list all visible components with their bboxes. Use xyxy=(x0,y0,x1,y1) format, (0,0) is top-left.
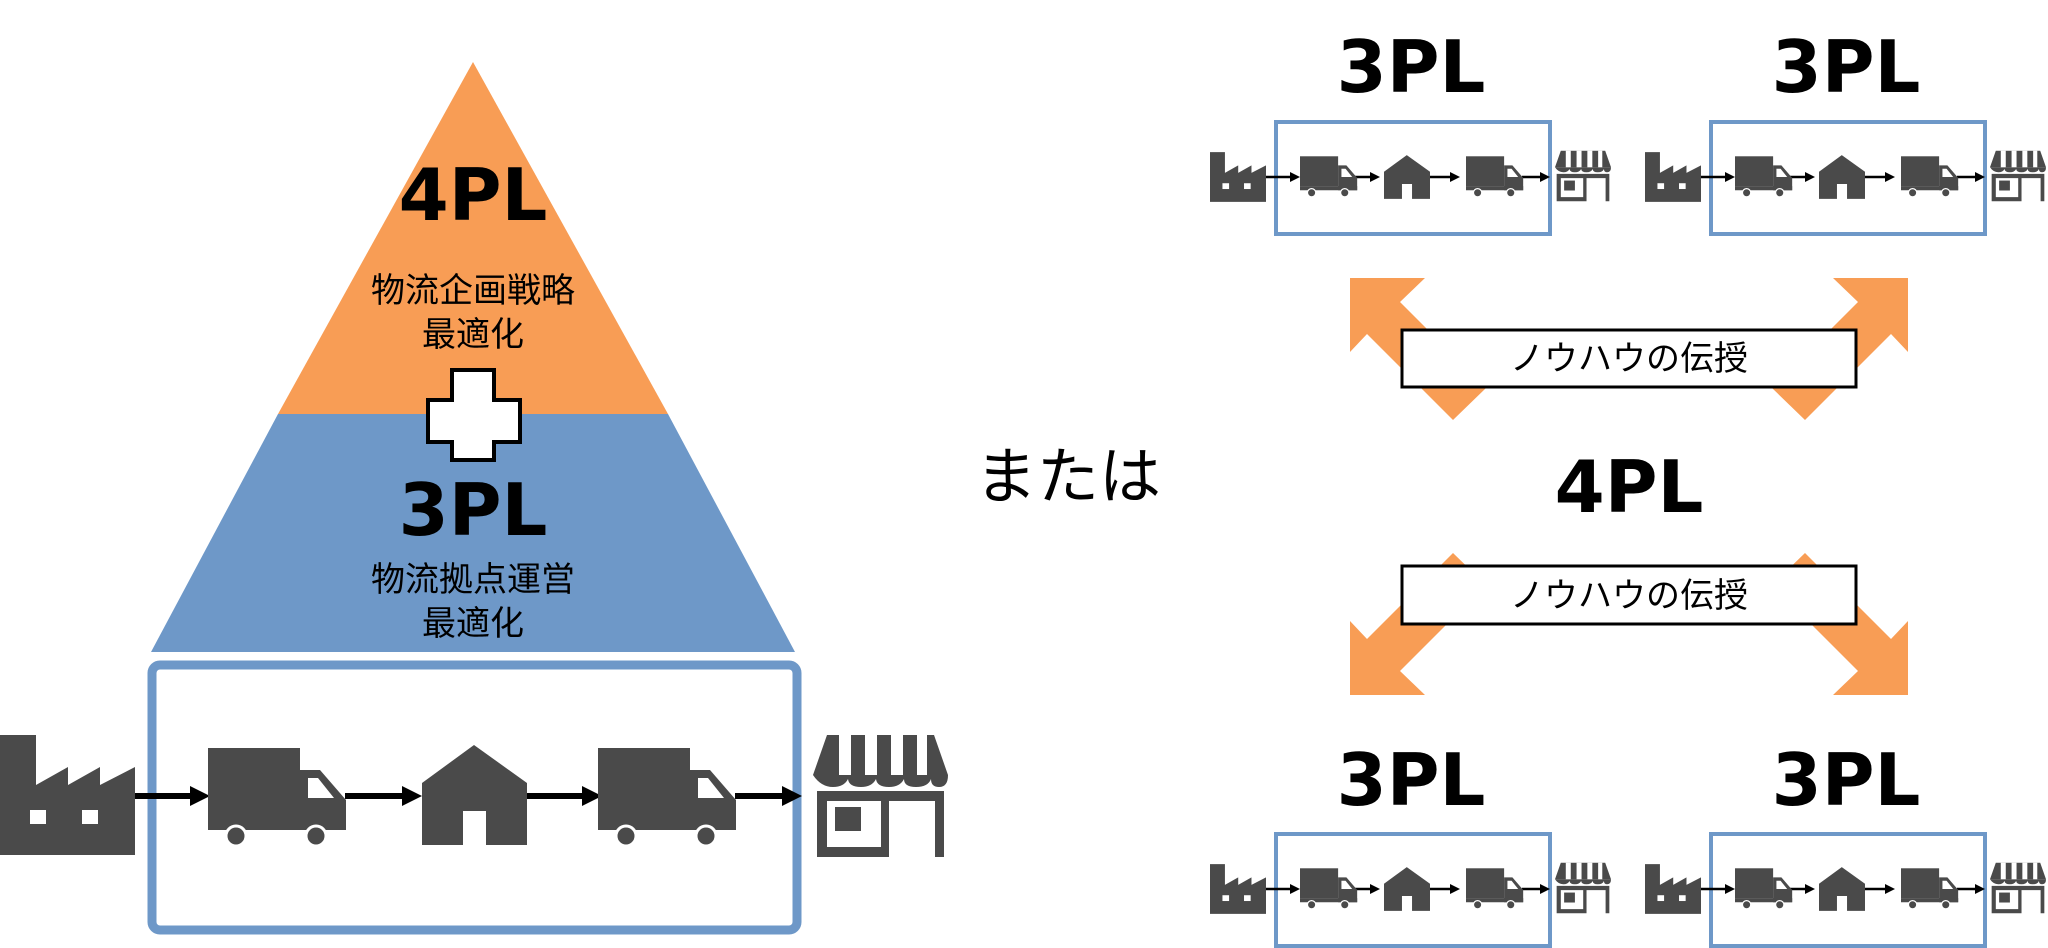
arrow-icon xyxy=(1725,172,1735,182)
arrow-icon xyxy=(1725,884,1735,894)
small-supply-chain-bottom-left xyxy=(1210,832,1611,948)
plus-icon xyxy=(426,368,522,462)
supply-chain-large xyxy=(0,660,948,935)
transfer-label-box-top xyxy=(1400,328,1858,389)
small-supply-chain-top-right xyxy=(1645,120,2046,236)
arrow-icon xyxy=(1370,172,1380,182)
arrow-icon xyxy=(1450,172,1460,182)
factory-icon xyxy=(1645,864,1701,914)
arrow-icon xyxy=(1290,884,1300,894)
truck-icon xyxy=(1735,156,1793,198)
factory-icon xyxy=(1645,152,1701,202)
pyramid-top-4pl xyxy=(278,62,668,414)
truck-icon xyxy=(1300,156,1358,198)
arrow-icon xyxy=(1370,884,1380,894)
truck-icon xyxy=(1466,868,1524,910)
warehouse-icon xyxy=(1384,155,1430,199)
pyramid-top-desc-line1: 物流企画戦略 xyxy=(371,271,575,311)
truck-icon xyxy=(1466,156,1524,198)
store-icon xyxy=(1990,150,2046,202)
transfer-label-bottom: ノウハウの伝授 xyxy=(1510,576,1748,616)
truck-icon xyxy=(1735,868,1793,910)
transfer-label-top: ノウハウの伝授 xyxy=(1510,339,1748,379)
pyramid: 4PL 物流企画戦略 最適化 3PL 物流拠点運営 最適化 xyxy=(151,62,795,652)
pyramid-bottom-title: 3PL xyxy=(399,468,548,552)
arrow-icon xyxy=(1885,884,1895,894)
small-supply-chain-top-left xyxy=(1210,120,1611,236)
arrow-icon xyxy=(1805,172,1815,182)
arrow-icon xyxy=(1885,172,1895,182)
pyramid-top-title: 4PL xyxy=(399,153,548,237)
arrow-icon xyxy=(1805,884,1815,894)
unit-title-top-right: 3PL xyxy=(1772,25,1921,109)
pyramid-bottom-desc-line2: 最適化 xyxy=(422,604,524,644)
factory-icon xyxy=(1210,152,1266,202)
small-supply-chain-bottom-right xyxy=(1645,832,2046,948)
center-4pl-title: 4PL xyxy=(1555,445,1704,529)
store-icon xyxy=(1555,862,1611,914)
small-supply-chains xyxy=(1210,120,2046,948)
store-icon xyxy=(1555,150,1611,202)
truck-icon xyxy=(1901,156,1959,198)
pyramid-bottom-desc-line1: 物流拠点運営 xyxy=(371,560,575,600)
connector-text: または xyxy=(975,440,1161,513)
store-icon xyxy=(1990,862,2046,914)
unit-title-bottom-left: 3PL xyxy=(1337,738,1486,822)
truck-icon xyxy=(208,748,348,848)
truck-icon xyxy=(1300,868,1358,910)
warehouse-icon xyxy=(422,745,527,845)
truck-icon xyxy=(1901,868,1959,910)
warehouse-icon xyxy=(1819,867,1865,911)
pyramid-bottom-3pl xyxy=(151,414,795,652)
unit-title-bottom-right: 3PL xyxy=(1772,738,1921,822)
warehouse-icon xyxy=(1384,867,1430,911)
arrow-icon xyxy=(1290,172,1300,182)
warehouse-icon xyxy=(1819,155,1865,199)
truck-icon xyxy=(598,748,738,848)
network: ノウハウの伝授 ノウハウの伝授 4PL 3PL 3PL 3PL 3PL xyxy=(1210,25,2046,948)
factory-icon xyxy=(1210,864,1266,914)
pyramid-top-desc-line2: 最適化 xyxy=(422,315,524,355)
arrow-icon xyxy=(1450,884,1460,894)
store-icon xyxy=(813,735,948,857)
factory-icon xyxy=(0,735,135,855)
transfer-label-box-bottom xyxy=(1400,564,1858,626)
unit-title-top-left: 3PL xyxy=(1337,25,1486,109)
